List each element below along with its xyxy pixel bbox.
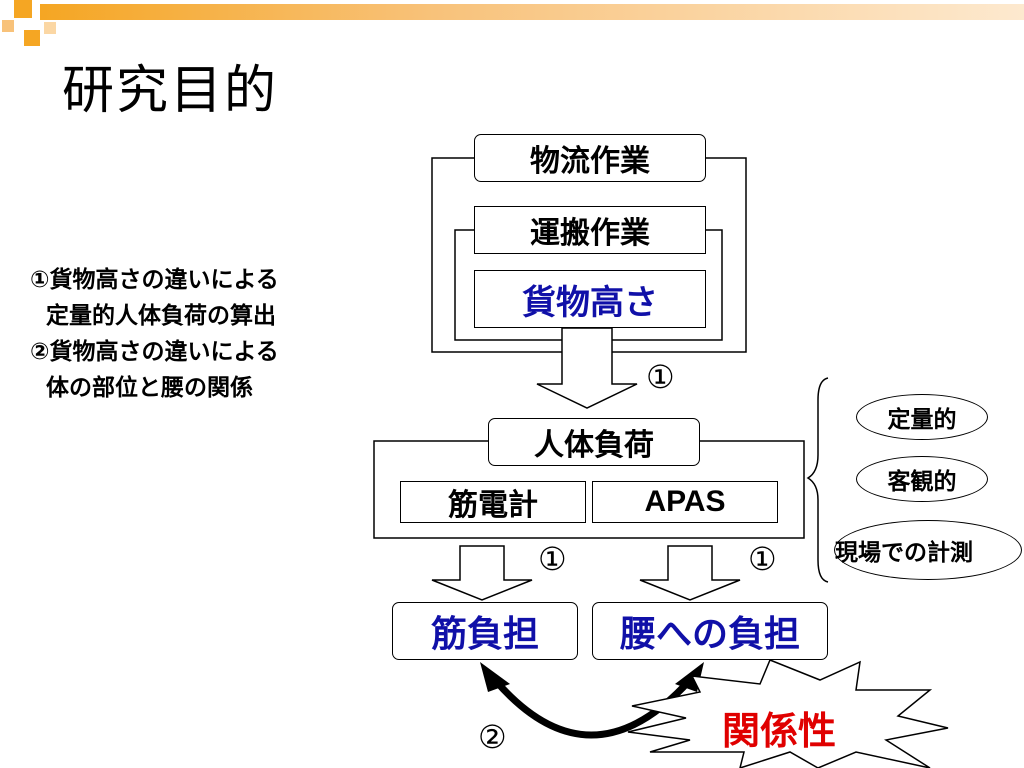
emg-box: 筋電計 — [400, 481, 586, 523]
accent-square-3 — [24, 30, 40, 46]
marker-2: ② — [478, 718, 507, 756]
marker-1-top: ① — [646, 358, 675, 396]
arrowhead-left — [480, 662, 510, 692]
accent-square-4 — [44, 22, 56, 34]
accent-square-2 — [2, 20, 14, 32]
objective-oval: 客観的 — [856, 456, 988, 502]
objective-line-4: 体の部位と腰の関係 — [46, 375, 254, 401]
marker-1-left: ① — [538, 540, 567, 578]
lumbar-burden-box: 腰への負担 — [592, 602, 828, 660]
right-brace — [806, 377, 829, 583]
slide-title: 研究目的 — [62, 61, 279, 121]
accent-square-1 — [14, 0, 32, 18]
cargo-height-box: 貨物高さ — [474, 270, 706, 328]
down-arrow-large — [536, 327, 638, 409]
apas-box: APAS — [592, 481, 778, 523]
down-arrow-right — [639, 545, 741, 601]
header-accent-bar — [40, 4, 1024, 20]
objective-line-1: ①貨物高さの違いによる — [30, 267, 279, 293]
human-load-box: 人体負荷 — [488, 418, 700, 466]
muscle-burden-box: 筋負担 — [392, 602, 578, 660]
objectives-text: ①貨物高さの違いによる 定量的人体負荷の算出 ②貨物高さの違いによる 体の部位と… — [30, 262, 279, 406]
logistics-work-box: 物流作業 — [474, 134, 706, 182]
down-arrow-left — [431, 545, 533, 601]
relationship-label: 関係性 — [722, 709, 837, 753]
human-load-frame — [373, 440, 805, 539]
objective-line-2: 定量的人体負荷の算出 — [46, 303, 277, 329]
quantitative-oval: 定量的 — [856, 394, 988, 440]
explosion-shape — [627, 659, 949, 768]
marker-1-right: ① — [748, 540, 777, 578]
objective-line-3: ②貨物高さの違いによる — [30, 339, 279, 365]
transport-work-box: 運搬作業 — [474, 206, 706, 254]
on-site-oval: 現場での計測 — [834, 520, 1022, 580]
